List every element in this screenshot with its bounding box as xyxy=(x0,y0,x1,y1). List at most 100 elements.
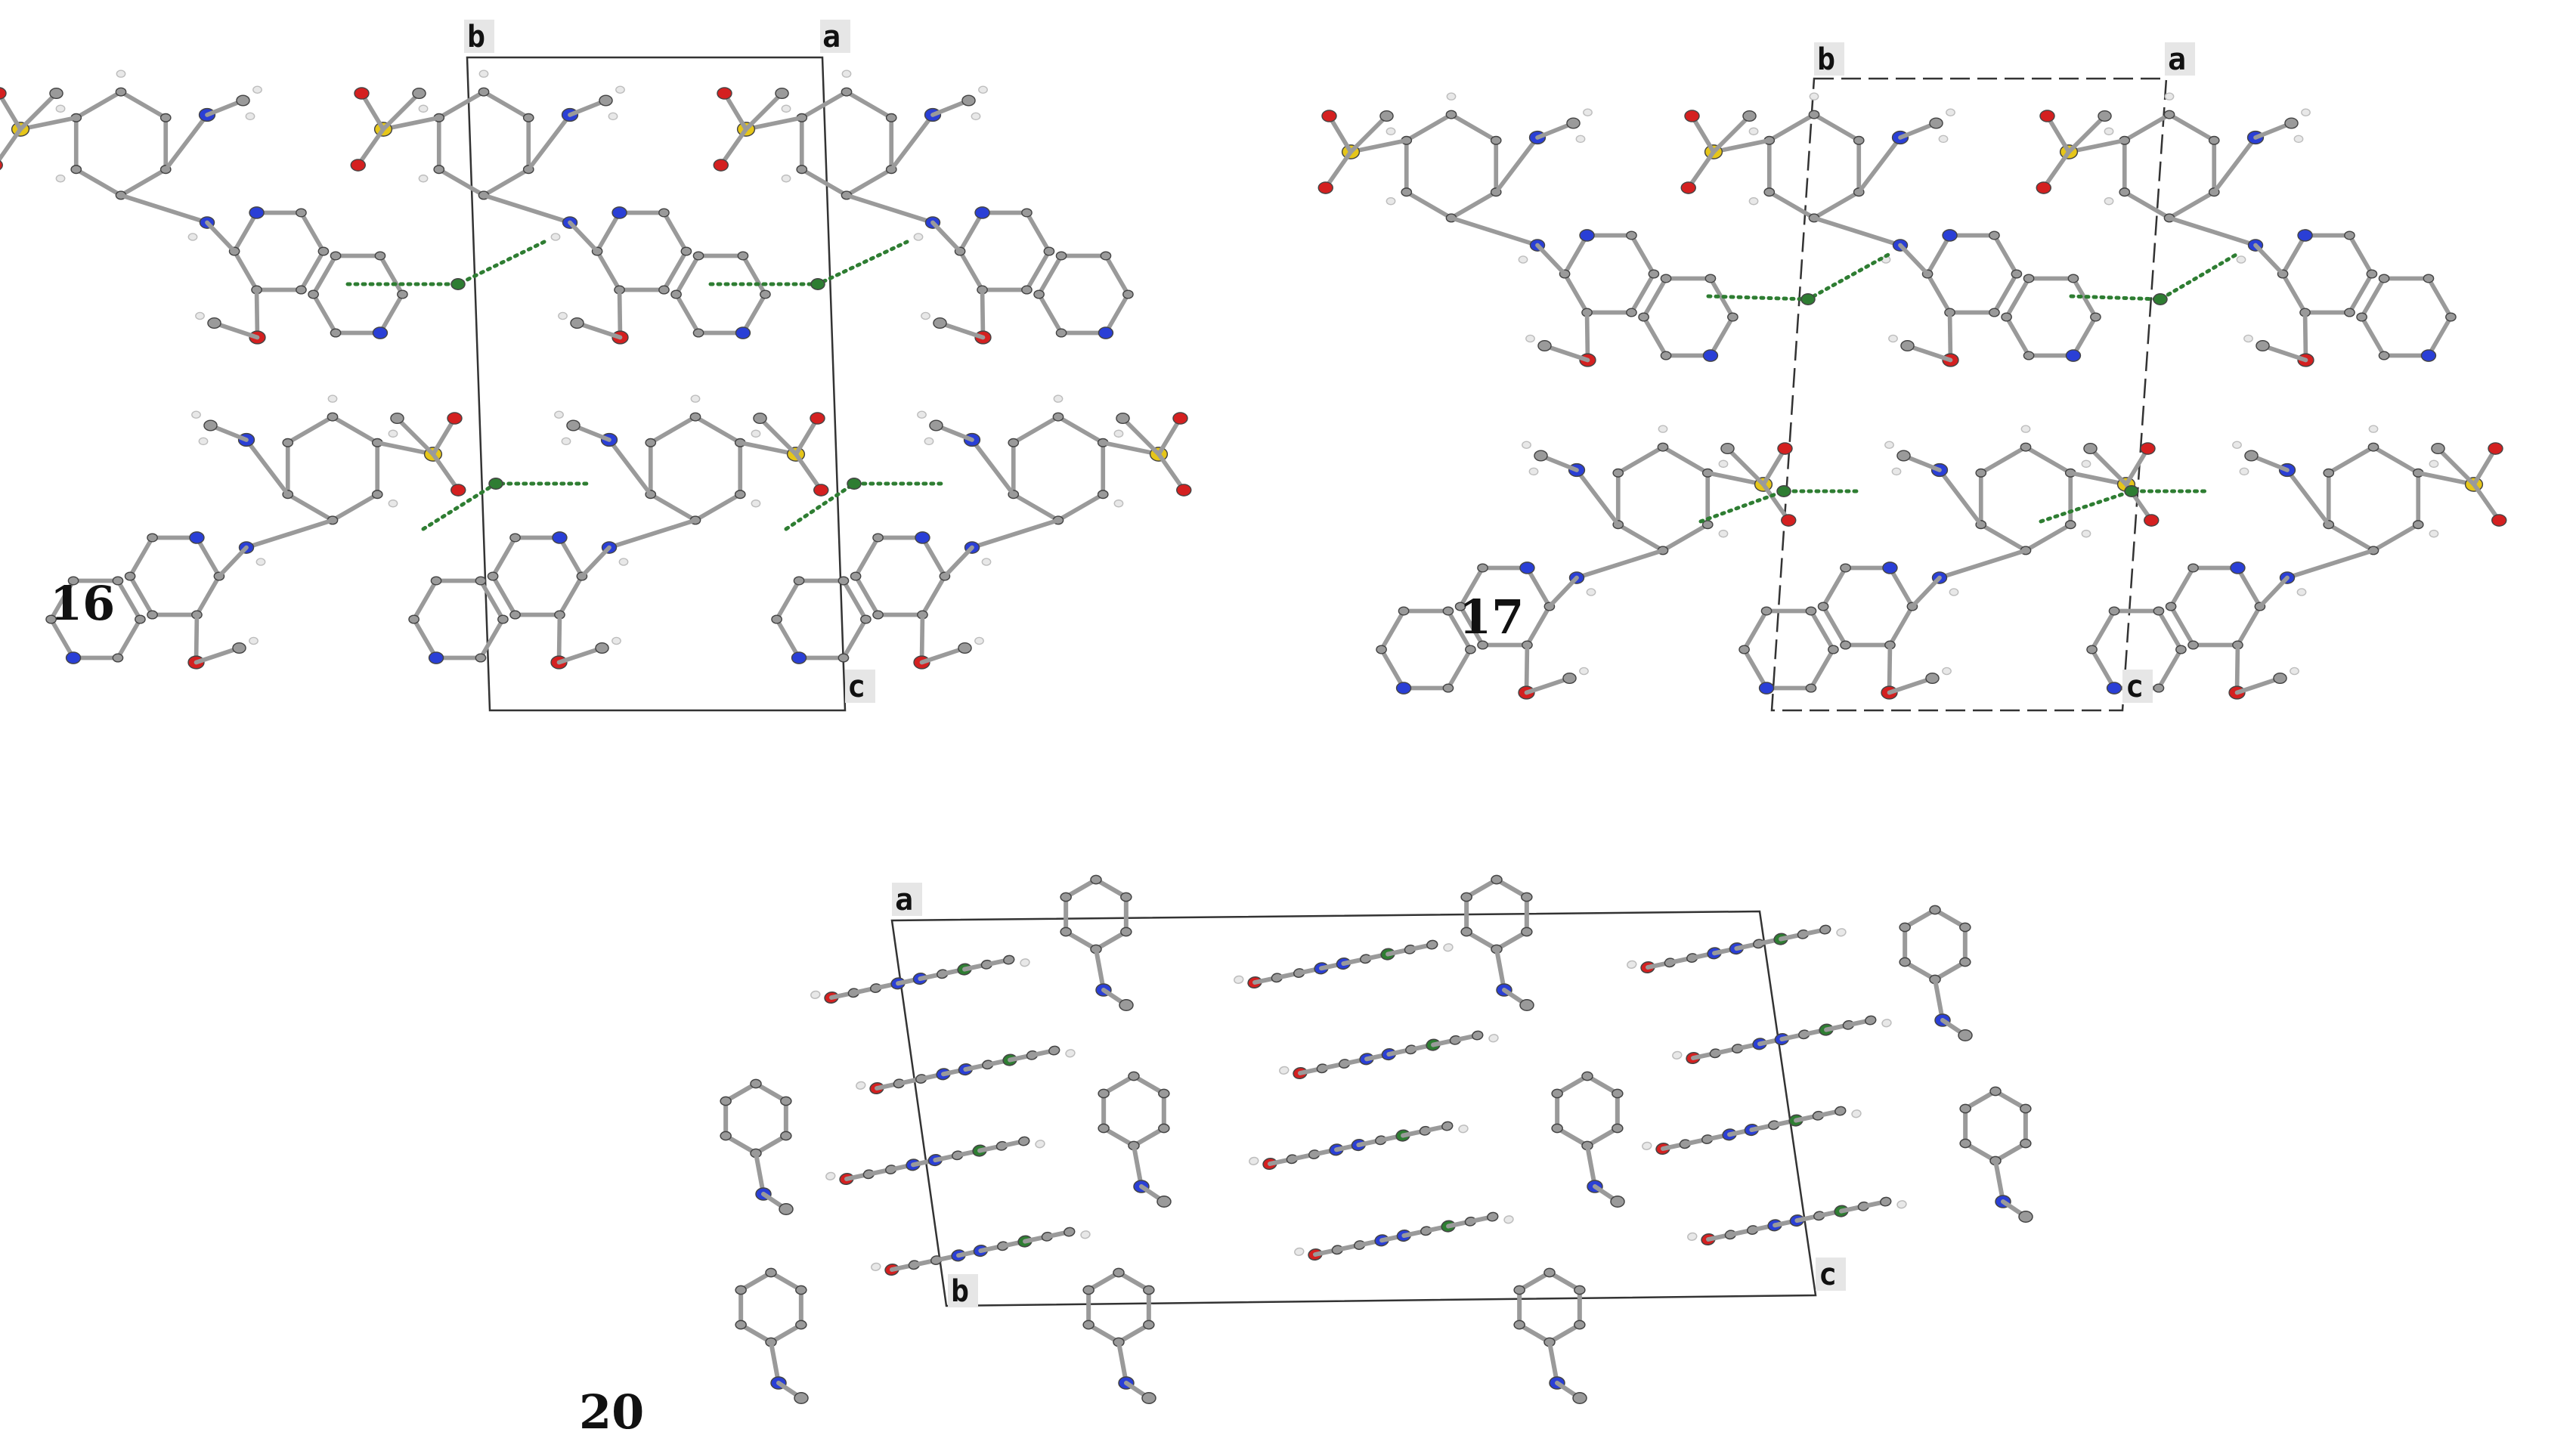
oxygen-atom xyxy=(0,159,3,171)
carbon-atom xyxy=(1048,1045,1060,1056)
carbon-atom xyxy=(1648,269,1660,279)
bond xyxy=(1761,446,1788,487)
bond xyxy=(1056,414,1106,445)
oxygen-atom xyxy=(1781,514,1797,527)
carbon-atom xyxy=(2067,274,2079,283)
carbon-atom xyxy=(780,1131,792,1141)
carbon-atom xyxy=(1098,1123,1110,1134)
carbon-atom xyxy=(1828,645,1839,654)
bond xyxy=(757,416,798,456)
bond xyxy=(2122,112,2172,143)
carbon-atom xyxy=(112,653,124,663)
bond xyxy=(285,492,335,523)
bond xyxy=(617,287,623,340)
carbon-atom xyxy=(397,289,408,299)
bond xyxy=(2041,150,2071,190)
carbon-atom xyxy=(478,87,490,97)
bond xyxy=(436,89,486,120)
bond xyxy=(1036,253,1064,297)
edge-on-molecule xyxy=(1672,1015,1892,1065)
molecule xyxy=(1317,92,1738,367)
molecule xyxy=(408,394,829,670)
hydrogen-atom xyxy=(781,174,791,183)
carbon-atom xyxy=(2098,110,2112,122)
bond xyxy=(1766,112,1816,143)
nitrogen-atom xyxy=(1758,682,1775,695)
bond xyxy=(1629,271,1656,315)
bond xyxy=(920,574,947,617)
phenyl-amine xyxy=(1959,1086,2033,1223)
axis-c-bg-16 xyxy=(845,670,875,703)
unit-cell-20 xyxy=(890,910,1817,1307)
bond xyxy=(774,617,801,660)
hbond-contact xyxy=(708,240,909,286)
carbon-atom xyxy=(296,208,307,218)
oxygen-atom xyxy=(450,484,466,497)
bond xyxy=(1978,522,2028,553)
bond xyxy=(194,645,242,665)
oxygen-atom xyxy=(1321,110,1337,122)
phenyl-amine xyxy=(1060,874,1134,1011)
bond xyxy=(1821,565,1848,609)
carbon-atom xyxy=(2175,645,2187,654)
bond xyxy=(2167,215,2258,248)
carbon-atom xyxy=(1055,251,1067,261)
carbon-atom xyxy=(1460,927,1472,937)
carbon-atom xyxy=(2011,269,2023,279)
carbon-atom xyxy=(2083,442,2098,455)
bond xyxy=(311,253,338,297)
bond xyxy=(526,113,572,172)
carbon-atom xyxy=(2153,606,2165,616)
bond xyxy=(2023,444,2073,475)
bond xyxy=(1094,877,1129,899)
carbon-atom xyxy=(796,165,808,175)
hydrogen-atom xyxy=(2232,441,2242,450)
bond xyxy=(431,452,461,493)
bond xyxy=(1104,292,1131,336)
bond xyxy=(607,518,698,550)
carbon-atom xyxy=(1158,1123,1170,1134)
bond xyxy=(1348,113,1389,154)
carbon-atom xyxy=(1143,1285,1155,1295)
hbond-contact xyxy=(345,240,546,286)
bond xyxy=(116,578,143,622)
hbond-contact xyxy=(784,481,947,531)
carbon-atom xyxy=(645,438,657,447)
bond xyxy=(1562,271,1590,315)
nitrogen-atom xyxy=(1942,229,1958,242)
bond xyxy=(853,535,881,579)
hydrogen-atom xyxy=(1020,958,1030,967)
carbon-atom xyxy=(1880,1196,1892,1207)
hydrogen-atom xyxy=(1884,441,1894,450)
carbon-atom xyxy=(1519,999,1534,1011)
hydrogen-atom xyxy=(1627,960,1637,969)
carbon-atom xyxy=(2244,450,2259,462)
bond xyxy=(1812,112,1862,143)
nitrogen-atom xyxy=(189,531,205,544)
carbon-atom xyxy=(779,1203,794,1215)
bond xyxy=(381,91,422,131)
carbon-atom xyxy=(795,1285,807,1295)
bond xyxy=(1024,210,1051,254)
hydrogen-atom xyxy=(913,233,924,241)
bond xyxy=(1116,1340,1129,1385)
bond xyxy=(205,220,237,254)
nitrogen-atom xyxy=(1519,561,1535,574)
carbon-atom xyxy=(1018,1136,1030,1146)
bond xyxy=(128,535,155,579)
hydrogen-atom xyxy=(978,85,988,94)
hydrogen-atom xyxy=(871,1262,881,1271)
hydrogen-atom xyxy=(1896,1200,1907,1209)
hydrogen-atom xyxy=(1586,588,1596,596)
bond xyxy=(1056,492,1106,523)
bond xyxy=(1116,1270,1151,1292)
bond xyxy=(723,1081,758,1103)
axis-a-bg-17 xyxy=(2165,42,2195,76)
bond xyxy=(2235,604,2262,648)
hydrogen-atom xyxy=(2236,255,2246,264)
carbon-atom xyxy=(1819,924,1831,935)
carbon-atom xyxy=(794,1392,809,1404)
hydrogen-atom xyxy=(618,558,629,566)
carbon-atom xyxy=(135,614,146,624)
carbon-atom xyxy=(860,614,872,624)
